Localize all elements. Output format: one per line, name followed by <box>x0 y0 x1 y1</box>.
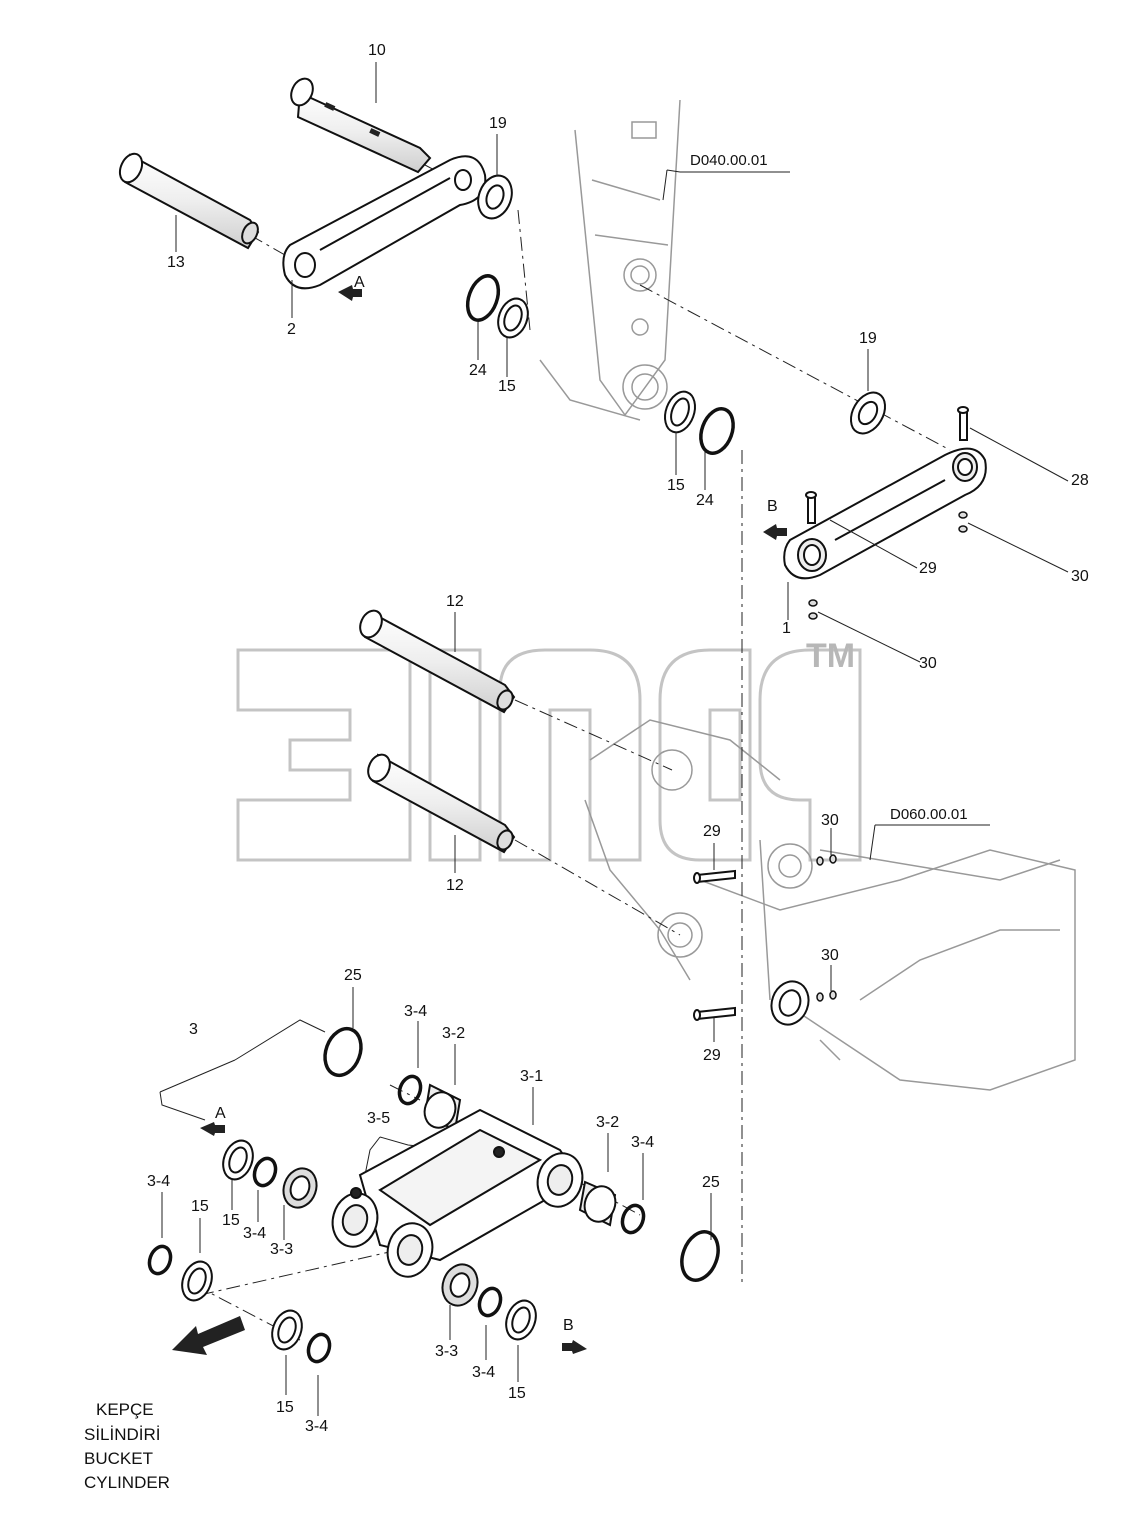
leader-lines <box>159 62 1069 1416</box>
shim-ring-19-top <box>477 174 513 220</box>
body-3-1 <box>331 1108 584 1278</box>
caption-line-4: CYLINDER <box>84 1473 170 1492</box>
callout-28: 28 <box>1071 472 1089 489</box>
nut-30-link1 <box>808 511 968 620</box>
watermark-logo <box>236 648 862 862</box>
callout-3-2-right: 3-2 <box>596 1114 620 1131</box>
callout-19-right: 19 <box>859 330 877 347</box>
callout-30-bucket-upper: 30 <box>821 812 839 829</box>
callout-3-4-upper: 3-4 <box>404 1003 428 1020</box>
shim-ring-15-b <box>181 1260 213 1302</box>
view-arrow-b-lower <box>562 1340 587 1354</box>
view-label-b-lower: B <box>563 1317 574 1334</box>
callout-3-3-lower: 3-3 <box>435 1343 459 1360</box>
bolt-29-bucket-lower <box>693 1006 736 1021</box>
callout-15-mid: 15 <box>667 477 685 494</box>
seal-ring-25-left <box>323 1026 363 1078</box>
callout-3-5: 3-5 <box>367 1110 391 1127</box>
bushing-3-2-right <box>578 1180 617 1227</box>
bushing-bucket <box>770 980 810 1026</box>
callout-13: 13 <box>167 254 185 271</box>
callout-29-bucket-upper: 29 <box>703 823 721 840</box>
callout-24-top: 24 <box>469 362 487 379</box>
seal-3-4-c <box>306 1332 332 1364</box>
callout-30-bucket-lower: 30 <box>821 947 839 964</box>
link-2 <box>282 155 487 290</box>
callout-3: 3 <box>189 1021 198 1038</box>
callout-29-bucket-lower: 29 <box>703 1047 721 1064</box>
view-label-a-top: A <box>354 274 365 291</box>
callout-3-4-lower: 3-4 <box>472 1364 496 1381</box>
callout-3-4-far-left: 3-4 <box>147 1173 171 1190</box>
view-arrow-a-top <box>338 285 362 301</box>
bolt-28 <box>957 406 969 441</box>
shim-ring-19-right <box>849 391 887 435</box>
watermark-tm: TM <box>806 637 856 675</box>
nut-30-bucket <box>816 854 837 1002</box>
callout-15-lower-left: 15 <box>276 1399 294 1416</box>
callout-15-top: 15 <box>498 378 516 395</box>
seal-3-4-right <box>620 1203 646 1235</box>
shim-ring-15-c <box>271 1309 303 1351</box>
callout-3-4-a: 3-4 <box>243 1225 267 1242</box>
view-arrow-a-lower <box>200 1122 225 1136</box>
bushing-3-3-lower <box>441 1263 479 1307</box>
caption-line-2: SİLİNDİRİ <box>84 1425 161 1444</box>
pin-13 <box>118 152 260 250</box>
callout-10: 10 <box>368 42 386 59</box>
callout-30-link1-lower: 30 <box>919 655 937 672</box>
shim-ring-15-d <box>505 1299 537 1341</box>
callout-25-left: 25 <box>344 967 362 984</box>
seal-3-4-a <box>252 1156 278 1188</box>
seal-3-4-b <box>147 1244 173 1276</box>
pin-12-upper <box>359 609 516 714</box>
callout-3-2-upper: 3-2 <box>442 1025 466 1042</box>
shim-ring-15-top <box>497 297 529 339</box>
ref-d040: D040.00.01 <box>690 152 768 169</box>
callout-15-lower-right: 15 <box>508 1385 526 1402</box>
shim-ring-15-mid <box>664 390 696 434</box>
link-1 <box>783 447 987 580</box>
seal-ring-24-mid <box>699 407 735 455</box>
caption-line-1: KEPÇE <box>96 1400 154 1419</box>
seal-ring-24-top <box>465 274 501 322</box>
callout-3-4-lower-left: 3-4 <box>305 1418 329 1435</box>
pin-10 <box>290 77 432 174</box>
callout-29-link1: 29 <box>919 560 937 577</box>
seal-3-4-upper <box>397 1074 423 1106</box>
callout-3-3-left: 3-3 <box>270 1241 294 1258</box>
pin-12-lower <box>367 753 516 854</box>
bolt-29-bucket-upper <box>693 869 736 884</box>
callout-30-link1-upper: 30 <box>1071 568 1089 585</box>
callout-1: 1 <box>782 620 791 637</box>
view-label-a-lower: A <box>215 1105 226 1122</box>
callout-12-upper: 12 <box>446 593 464 610</box>
view-arrow-b-top <box>763 524 787 540</box>
callout-25-right: 25 <box>702 1174 720 1191</box>
bushing-3-3-left <box>282 1167 318 1209</box>
shim-ring-15-a <box>222 1139 254 1181</box>
seal-3-4-d <box>477 1286 503 1318</box>
seal-ring-25-right <box>680 1230 720 1282</box>
bolt-29-link1 <box>805 491 817 524</box>
view-label-b-top: B <box>767 498 778 515</box>
callout-19-top: 19 <box>489 115 507 132</box>
callout-15-a: 15 <box>222 1212 240 1229</box>
arm-outline-top <box>539 99 681 421</box>
ref-d060: D060.00.01 <box>890 806 968 823</box>
bushing-3-2-upper <box>423 1083 462 1132</box>
bucket-cylinder-arrow <box>172 1316 245 1355</box>
callout-24-mid: 24 <box>696 492 714 509</box>
callout-3-1: 3-1 <box>520 1068 544 1085</box>
bucket-outline <box>584 719 1076 1091</box>
callout-12-lower: 12 <box>446 877 464 894</box>
caption-line-3: BUCKET <box>84 1449 153 1468</box>
callout-15-far-left: 15 <box>191 1198 209 1215</box>
callout-2: 2 <box>287 321 296 338</box>
callout-3-4-right: 3-4 <box>631 1134 655 1151</box>
